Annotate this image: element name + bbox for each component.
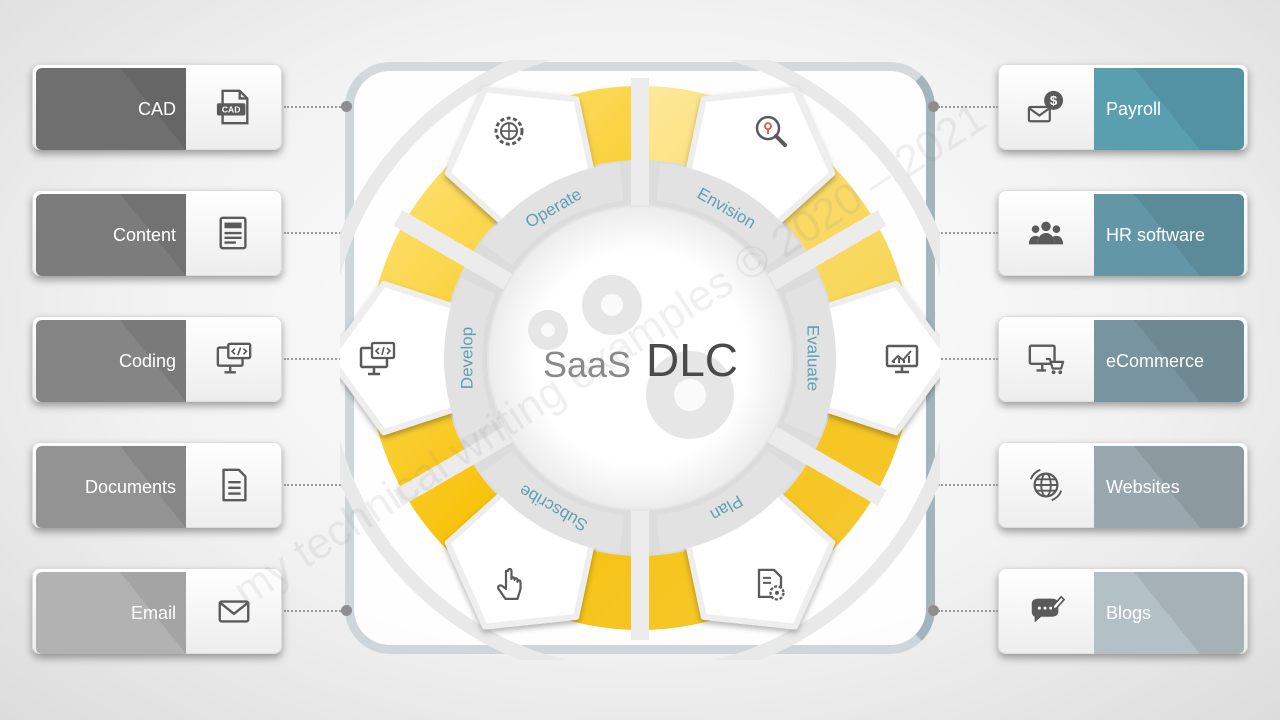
card-label: Websites [1106,477,1180,497]
connector [938,484,998,486]
title-prefix: SaaS [543,344,631,385]
card-label-bg: CAD [36,68,186,150]
connector [938,358,998,360]
connector [938,106,998,108]
card-label-bg: Coding [36,320,186,402]
people-icon [1028,221,1064,245]
phase-track [784,278,837,438]
connector-dot [928,101,939,112]
money-mail-icon: $ [1027,90,1064,123]
card-label-bg: Websites [1094,446,1244,528]
card-label: Documents [84,477,176,497]
connector [284,106,344,108]
card-label-bg: eCommerce [1094,320,1244,402]
svg-text:$: $ [1050,93,1058,108]
phase-track [656,450,799,553]
card-ecommerce: eCommerce [998,316,1248,402]
monitor-code-icon [216,342,252,374]
card-label: eCommerce [1106,351,1205,371]
card-label: CAD [137,99,176,119]
card-label: Email [130,603,176,623]
globe-gear-icon [494,116,524,146]
cad-file-icon: CAD [216,89,249,125]
connector-dot [341,605,352,616]
monitor-code-icon [359,341,396,376]
card-label-bg: Payroll [1094,68,1244,150]
card-label-bg: Email [36,572,186,654]
envelope-icon [218,600,250,623]
card-label-bg: Blogs [1094,572,1244,654]
card-payroll: $ Payroll [998,64,1248,150]
card-label: Payroll [1106,99,1162,119]
card-label-bg: Documents [36,446,186,528]
wheel-center [487,205,793,511]
card-label: HR software [1106,225,1206,245]
card-documents: Documents [32,442,282,528]
phase-label-develop: Develop [457,327,476,389]
monitor-cart-icon [1028,344,1065,375]
card-websites: Websites [998,442,1248,528]
card-blogs: Blogs [998,568,1248,654]
card-content: Content [32,190,282,276]
card-label: Coding [118,351,176,371]
card-hr-software: HR software [998,190,1248,276]
document-gear-icon [757,568,785,601]
phase-track [656,163,799,266]
card-label-bg: Content [36,194,186,276]
card-label: Blogs [1106,603,1152,623]
phase-label-evaluate: Evaluate [804,325,823,391]
card-label-bg: HR software [1094,194,1244,276]
connector [284,484,344,486]
card-email: Email [32,568,282,654]
newspaper-icon [219,216,247,250]
card-label: Content [112,225,176,245]
svg-text:CAD: CAD [222,105,241,115]
card-cad: CAD CAD [32,64,282,150]
card-coding: Coding [32,316,282,402]
connector [284,358,344,360]
connector [938,232,998,234]
phase-track [444,278,496,438]
title-main: DLC [646,334,738,386]
phase-track [481,163,624,266]
connector-dot [928,605,939,616]
chat-pen-icon [1031,595,1065,623]
connector [284,232,344,234]
globe-icon [1029,468,1063,502]
connector-dot [341,101,352,112]
phase-track [481,450,624,553]
connector [938,610,998,612]
location-search-icon [755,115,787,148]
document-icon [222,468,247,502]
connector [284,610,344,612]
pointer-hand-icon [497,567,522,600]
monitor-chart-icon [885,344,919,374]
